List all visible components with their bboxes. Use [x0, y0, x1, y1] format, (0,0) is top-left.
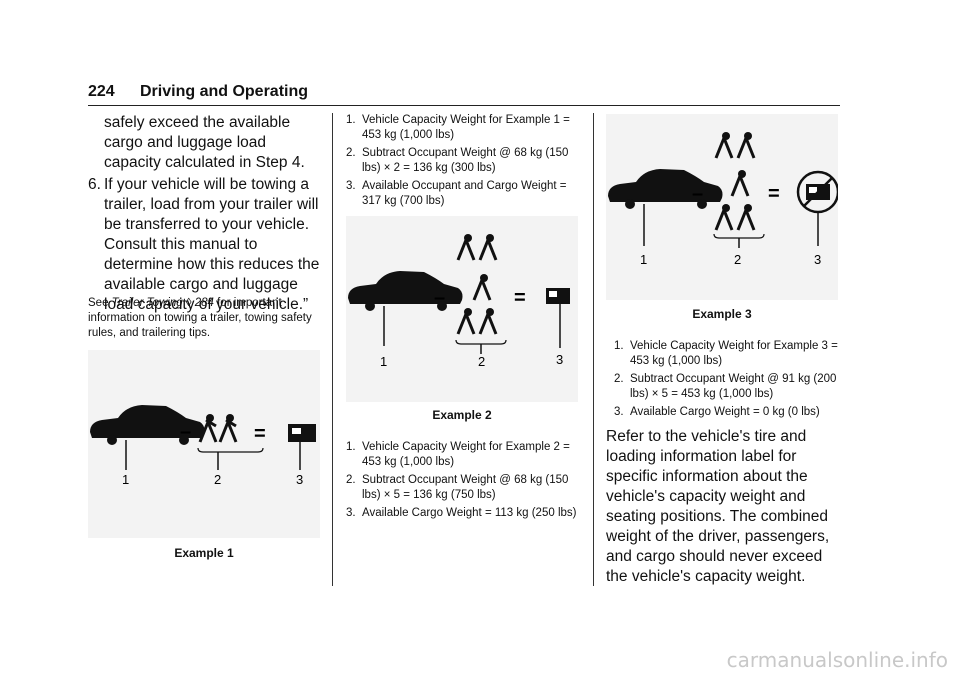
list-item-number: 1. — [346, 441, 356, 453]
figure-caption: Example 3 — [692, 307, 752, 321]
label-2: 2 — [214, 472, 221, 487]
list-item-text: Subtract Occupant Weight @ 68 kg (150 lb… — [362, 474, 569, 501]
see-rest: for important information on towing a tr… — [88, 297, 312, 339]
list-item-number: 2. — [346, 147, 356, 159]
figure-example-3: – = 1 2 3 — [606, 114, 840, 300]
equals-sign: = — [254, 423, 266, 445]
list-item: 2. Subtract Occupant Weight @ 68 kg (150 … — [346, 473, 582, 503]
see-reference: See Trailer Towing ◊ 284 for important i… — [88, 296, 322, 341]
step-text: If your vehicle will be towing a trailer… — [104, 176, 320, 313]
list-item: 2. Subtract Occupant Weight @ 91 kg (200 … — [614, 372, 842, 402]
label-3: 3 — [814, 252, 821, 267]
list-item-number: 1. — [614, 340, 624, 352]
car-icon — [348, 271, 463, 346]
list-item-text: Subtract Occupant Weight @ 91 kg (200 lb… — [630, 373, 837, 400]
figure-example-2: – = 1 2 3 — [346, 216, 578, 402]
seatbelt-occupant-icon — [198, 414, 238, 443]
car-icon — [90, 405, 205, 470]
list-item: 1. Vehicle Capacity Weight for Example 3 … — [614, 339, 842, 369]
list-item-number: 2. — [346, 474, 356, 486]
minus-sign: – — [434, 287, 445, 309]
label-3: 3 — [556, 352, 563, 367]
list-item: 1. Vehicle Capacity Weight for Example 1 … — [346, 113, 582, 143]
seatbelt-occupant-icon — [714, 132, 756, 231]
list-item: 2. Subtract Occupant Weight @ 68 kg (150 … — [346, 146, 582, 176]
equals-sign: = — [514, 287, 526, 309]
diagram-example-2: – = 1 2 3 — [348, 234, 570, 369]
list-item-text: Vehicle Capacity Weight for Example 3 = … — [630, 340, 838, 367]
paragraph: safely exceed the available cargo and lu… — [104, 114, 305, 171]
list-item: 1. Vehicle Capacity Weight for Example 2 … — [346, 440, 582, 470]
minus-sign: – — [180, 421, 191, 443]
capacity-paragraph: Refer to the vehicle's tire and loading … — [606, 428, 830, 585]
step-number: 6. — [88, 176, 101, 193]
label-1: 1 — [380, 354, 387, 369]
list-item-text: Available Cargo Weight = 0 kg (0 lbs) — [630, 406, 820, 418]
list-item-number: 1. — [346, 114, 356, 126]
list-item: 3. Available Cargo Weight = 113 kg (250 l… — [346, 506, 582, 521]
cargo-icon — [546, 288, 570, 348]
page-ref-number[interactable]: 284 — [194, 297, 214, 309]
column-1: safely exceed the available cargo and lu… — [88, 113, 322, 315]
list-item-text: Available Cargo Weight = 113 kg (250 lbs… — [362, 507, 577, 519]
column-2-bottom-list: 1. Vehicle Capacity Weight for Example 2 … — [346, 440, 582, 524]
label-2: 2 — [734, 252, 741, 267]
list-item-number: 3. — [346, 180, 356, 192]
see-prefix: See — [88, 297, 109, 309]
column-divider — [593, 113, 594, 586]
list-item-text: Vehicle Capacity Weight for Example 1 = … — [362, 114, 570, 141]
list-item-text: Subtract Occupant Weight @ 68 kg (150 lb… — [362, 147, 569, 174]
list-item-text: Vehicle Capacity Weight for Example 2 = … — [362, 441, 570, 468]
list-item-number: 3. — [346, 507, 356, 519]
watermark: carmanualsonline.info — [726, 648, 948, 672]
trailer-towing-link[interactable]: Trailer Towing — [111, 297, 183, 309]
list-item-text: Available Occupant and Cargo Weight = 31… — [362, 180, 567, 207]
figure-caption: Example 2 — [432, 408, 492, 422]
label-2: 2 — [478, 354, 485, 369]
equals-sign: = — [768, 183, 780, 205]
step-6: 6. If your vehicle will be towing a trai… — [88, 175, 322, 315]
page-header: 224 Driving and Operating — [88, 83, 840, 106]
page-ref-icon: ◊ — [185, 297, 192, 309]
label-3: 3 — [296, 472, 303, 487]
diagram-example-3: – = 1 2 3 — [608, 132, 840, 267]
column-2-top-list: 1. Vehicle Capacity Weight for Example 1 … — [346, 113, 582, 212]
label-1: 1 — [122, 472, 129, 487]
column-divider — [332, 113, 333, 586]
no-cargo-icon — [796, 170, 840, 246]
column-3-list: 1. Vehicle Capacity Weight for Example 3 … — [614, 339, 842, 423]
minus-sign: – — [692, 183, 703, 205]
car-icon — [608, 169, 723, 246]
list-item: 3. Available Cargo Weight = 0 kg (0 lbs) — [614, 405, 842, 420]
label-1: 1 — [640, 252, 647, 267]
figure-caption: Example 1 — [174, 546, 234, 560]
cargo-icon — [288, 424, 316, 470]
diagram-example-1: – = 1 2 3 — [90, 405, 316, 487]
seatbelt-occupant-icon — [456, 234, 498, 335]
list-item-number: 2. — [614, 373, 624, 385]
page-number: 224 — [88, 83, 115, 100]
section-title: Driving and Operating — [140, 83, 309, 100]
list-item-number: 3. — [614, 406, 624, 418]
list-item: 3. Available Occupant and Cargo Weight = … — [346, 179, 582, 209]
figure-example-1: – = 1 2 3 — [88, 350, 320, 538]
